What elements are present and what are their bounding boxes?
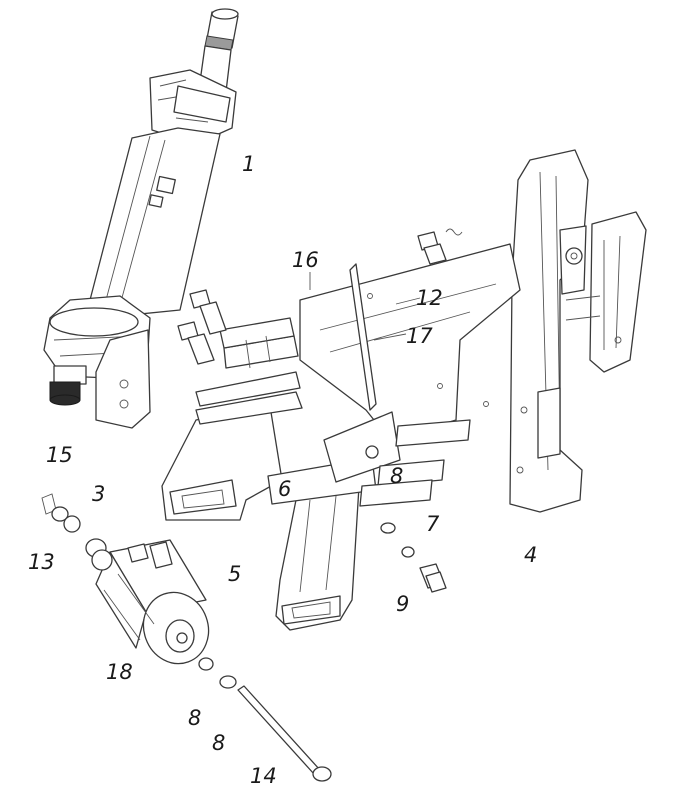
bolt-set-right xyxy=(380,522,447,593)
callout-4: 4 xyxy=(524,543,538,567)
callout-6: 6 xyxy=(278,477,292,501)
callout-17: 17 xyxy=(406,324,433,348)
callout-1: 1 xyxy=(242,152,256,176)
bracket-plate xyxy=(299,243,521,441)
studs xyxy=(177,228,463,365)
callout-18: 18 xyxy=(106,660,133,684)
callout-8b: 8 xyxy=(188,706,202,730)
callout-14: 14 xyxy=(250,764,277,788)
callout-12: 12 xyxy=(416,286,443,310)
frame-member xyxy=(509,149,647,513)
callout-8c: 8 xyxy=(212,731,226,755)
long-bolt xyxy=(198,657,332,782)
callout-16: 16 xyxy=(292,248,319,272)
steering-column xyxy=(43,8,239,429)
callout-7: 7 xyxy=(426,512,440,536)
callout-5: 5 xyxy=(228,562,242,586)
washers-left xyxy=(41,493,113,571)
callout-9: 9 xyxy=(396,592,410,616)
left-bracket xyxy=(161,317,303,521)
shim-plates xyxy=(359,419,471,507)
callout-15: 15 xyxy=(46,443,73,467)
motor-unit xyxy=(95,539,210,665)
lower-bracket xyxy=(267,411,401,631)
callout-3: 3 xyxy=(92,482,106,506)
leader-lines xyxy=(309,272,421,341)
callout-8a: 8 xyxy=(390,464,404,488)
callout-13: 13 xyxy=(28,550,55,574)
